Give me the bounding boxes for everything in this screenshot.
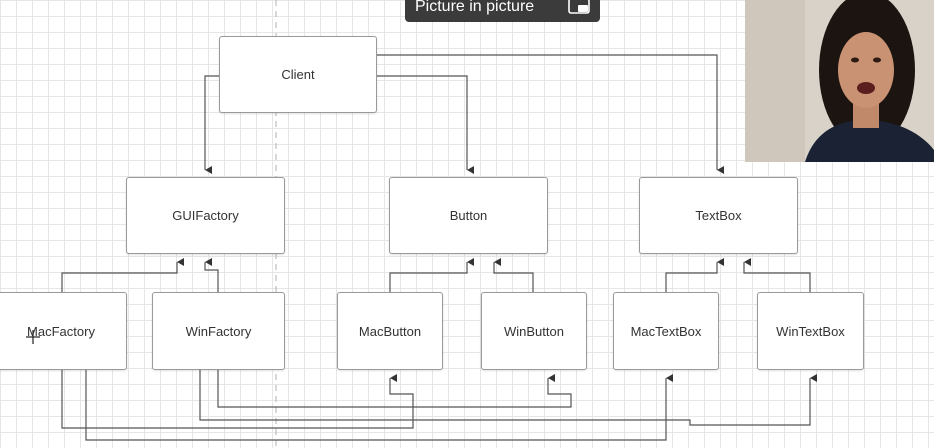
edge-client-guifactory — [204, 75, 219, 174]
guifactory-box[interactable]: GUIFactory — [126, 177, 285, 254]
winfactory-label: WinFactory — [185, 323, 252, 339]
edge-winfactory-winbutton — [199, 369, 406, 421]
winbutton-box[interactable]: WinButton — [481, 292, 587, 370]
edge-winfactory-wintextbox — [406, 374, 817, 426]
picture-in-picture-icon — [568, 0, 590, 14]
presenter-video[interactable] — [745, 0, 934, 162]
macbutton-box[interactable]: MacButton — [337, 292, 443, 370]
client-box[interactable]: Client — [219, 36, 377, 113]
macbutton-label: MacButton — [358, 323, 422, 339]
edge-macfactory-guifactory — [61, 258, 184, 293]
macfactory-box[interactable]: MacFactory — [0, 292, 127, 370]
edge-macfactory-macbutton — [61, 369, 414, 429]
wintextbox-label: WinTextBox — [776, 323, 845, 339]
edge-macfactory-mactextbox — [85, 369, 673, 441]
edge-mactextbox-textbox — [665, 258, 724, 293]
client-label: Client — [281, 67, 315, 82]
button-label: Button — [449, 208, 488, 223]
edge-client-button — [376, 75, 474, 174]
edge-macbutton-button — [389, 258, 474, 293]
mactextbox-label: MacTextBox — [630, 323, 702, 339]
presenter-image — [745, 0, 934, 162]
macfactory-label: MacFactory — [27, 323, 95, 339]
winfactory-box[interactable]: WinFactory — [152, 292, 285, 370]
edge-winbutton-button — [493, 258, 534, 293]
wintextbox-box[interactable]: WinTextBox — [757, 292, 864, 370]
button-box[interactable]: Button — [389, 177, 548, 254]
mactextbox-box[interactable]: MacTextBox — [613, 292, 719, 370]
textbox-box[interactable]: TextBox — [639, 177, 798, 254]
edge-winfactory-winbutton-2 — [217, 369, 572, 408]
edge-winfactory-guifactory — [204, 258, 219, 293]
textbox-label: TextBox — [695, 208, 742, 223]
winbutton-label: WinButton — [504, 323, 564, 339]
edge-client-textbox — [376, 54, 724, 174]
guifactory-label: GUIFactory — [172, 208, 239, 223]
picture-in-picture-button[interactable]: Picture in picture — [405, 0, 600, 22]
edge-wintextbox-textbox — [743, 258, 811, 293]
pip-label: Picture in picture — [415, 0, 535, 15]
crosshair-cursor-icon — [26, 330, 40, 344]
